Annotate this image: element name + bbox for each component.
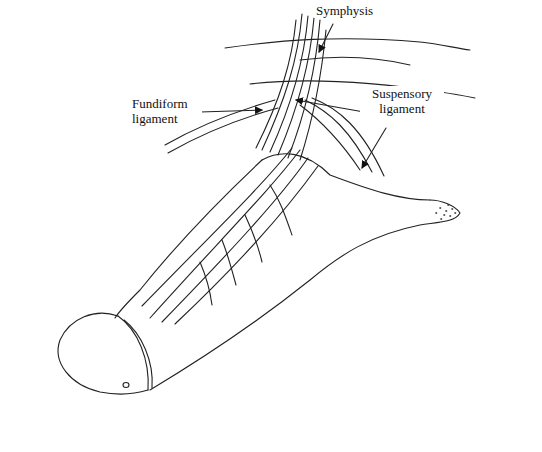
fundiform-label: Fundiform ligament [130, 96, 202, 126]
symphysis-label: Symphysis [314, 3, 375, 18]
suspensory-label: Suspensory ligament [360, 86, 444, 116]
